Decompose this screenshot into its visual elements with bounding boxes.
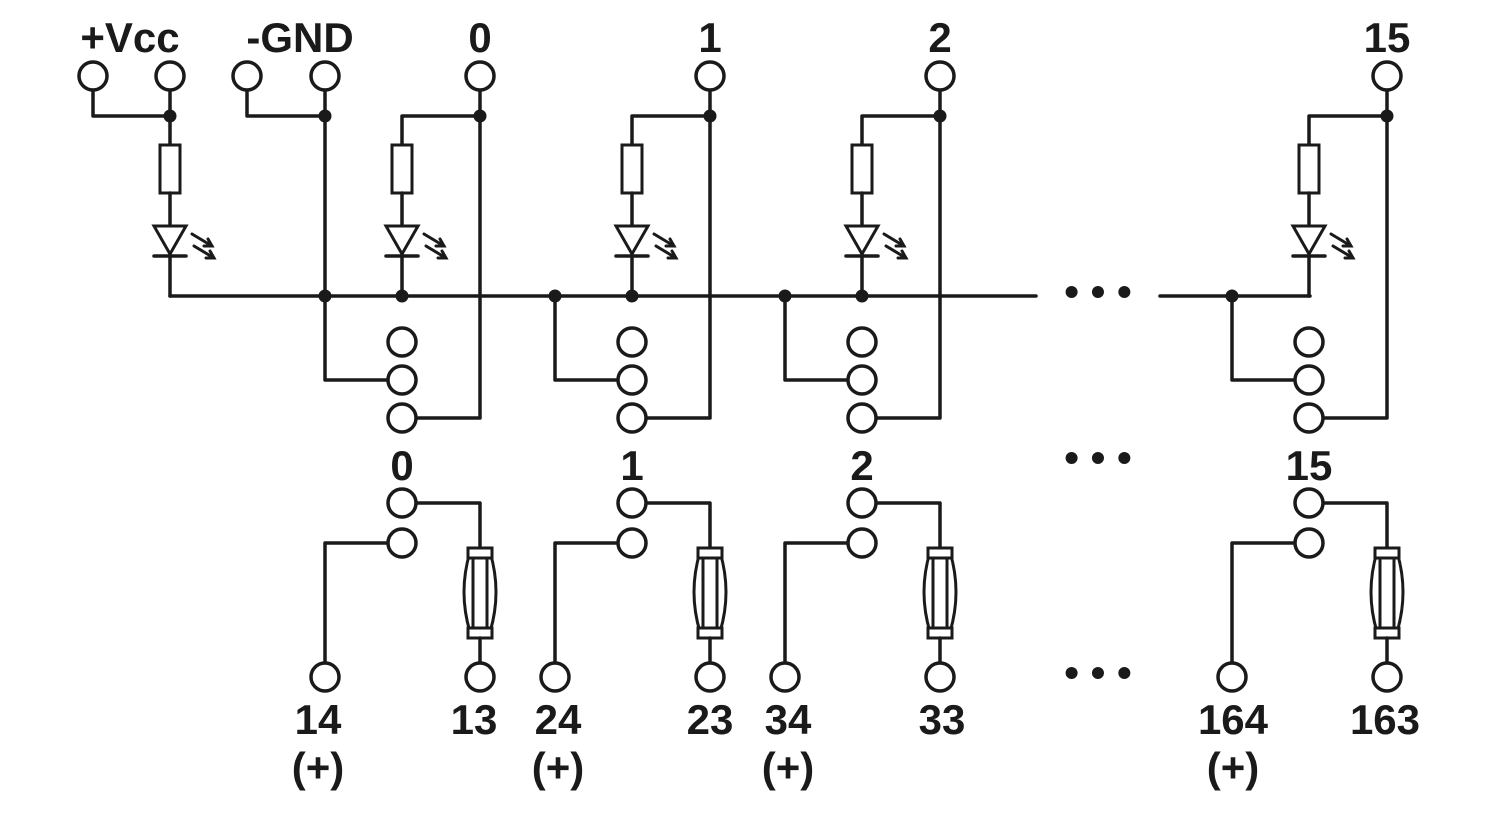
input-terminal[interactable] (464, 60, 496, 92)
fuse-icon (922, 546, 958, 664)
relay-coil-contact (846, 326, 878, 358)
output-contact (616, 487, 648, 519)
output-plus-label: 14 (295, 696, 342, 743)
relay-coil-contact (616, 326, 648, 358)
input-label: 15 (1364, 14, 1411, 61)
status-led-icon (613, 224, 679, 298)
channel-1: 1 1 2 (532, 14, 734, 791)
output-terminal-plus[interactable] (769, 661, 801, 693)
output-terminal-common[interactable] (464, 661, 496, 693)
output-contact (616, 527, 648, 559)
plus-mark: (+) (292, 744, 345, 791)
relay-label: 15 (1286, 442, 1333, 489)
relay-label: 0 (390, 442, 413, 489)
output-plus-label: 34 (765, 696, 812, 743)
power-resistor (158, 143, 182, 195)
relay-coil-contact (1293, 326, 1325, 358)
output-common-label: 33 (919, 696, 966, 743)
relay-label: 1 (620, 442, 643, 489)
output-plus-label: 24 (535, 696, 582, 743)
channel-15: 15 15 164 (1198, 14, 1420, 791)
junction (1380, 109, 1394, 123)
gnd-label: -GND (246, 14, 353, 61)
output-common-label: 13 (451, 696, 498, 743)
output-common-label: 23 (687, 696, 734, 743)
vcc-terminal-b[interactable] (154, 60, 186, 92)
input-resistor (620, 143, 644, 195)
relay-coil-contact (846, 364, 878, 396)
fuse-icon (692, 546, 728, 664)
output-contact (846, 487, 878, 519)
fuse-icon (1369, 546, 1405, 664)
output-terminal-common[interactable] (694, 661, 726, 693)
plus-mark: (+) (532, 744, 585, 791)
output-contact (386, 487, 418, 519)
junction (318, 289, 332, 303)
output-contact (846, 527, 878, 559)
gnd-terminal-b[interactable] (309, 60, 341, 92)
output-terminal-common[interactable] (924, 661, 956, 693)
continuation-mark: • • • (1064, 434, 1131, 481)
output-contact (1293, 487, 1325, 519)
relay-coil-contact (1293, 364, 1325, 396)
junction (395, 289, 409, 303)
relay-coil-contact (1293, 402, 1325, 434)
relay-coil-contact (616, 402, 648, 434)
relay-coil-contact (386, 402, 418, 434)
relay-label: 2 (850, 442, 873, 489)
output-terminal-plus[interactable] (1216, 661, 1248, 693)
junction (1225, 289, 1239, 303)
input-terminal[interactable] (924, 60, 956, 92)
junction (548, 289, 562, 303)
output-terminal-common[interactable] (1371, 661, 1403, 693)
input-label: 1 (698, 14, 721, 61)
continuation-mark: • • • (1064, 268, 1131, 315)
status-led-icon (1290, 224, 1356, 298)
plus-mark: (+) (1207, 744, 1260, 791)
junction (625, 289, 639, 303)
channel-2: 2 2 3 (762, 14, 966, 791)
junction (855, 289, 869, 303)
output-common-label: 163 (1350, 696, 1420, 743)
junction (473, 109, 487, 123)
output-plus-label: 164 (1198, 696, 1269, 743)
junction (318, 109, 332, 123)
power-led-icon (151, 224, 217, 298)
relay-coil-contact (616, 364, 648, 396)
junction (703, 109, 717, 123)
vcc-terminal-a[interactable] (77, 60, 109, 92)
vcc-label: +Vcc (80, 14, 179, 61)
junction (933, 109, 947, 123)
plus-mark: (+) (762, 744, 815, 791)
input-resistor (390, 143, 414, 195)
relay-coil-contact (386, 364, 418, 396)
junction (163, 109, 177, 123)
input-resistor (850, 143, 874, 195)
relay-coil-contact (846, 402, 878, 434)
status-led-icon (383, 224, 449, 298)
channel-0: 0 0 (292, 14, 498, 791)
supply-wiring (91, 88, 388, 382)
input-label: 0 (468, 14, 491, 61)
output-contact (386, 527, 418, 559)
output-contact (1293, 527, 1325, 559)
status-led-icon (843, 224, 909, 298)
input-terminal[interactable] (1371, 60, 1403, 92)
gnd-terminal-a[interactable] (231, 60, 263, 92)
fuse-icon (462, 546, 498, 664)
output-terminal-plus[interactable] (539, 661, 571, 693)
input-label: 2 (928, 14, 951, 61)
input-resistor (1297, 143, 1321, 195)
relay-coil-contact (386, 326, 418, 358)
input-terminal[interactable] (694, 60, 726, 92)
junction (778, 289, 792, 303)
continuation-mark: • • • (1064, 649, 1131, 696)
output-terminal-plus[interactable] (309, 661, 341, 693)
